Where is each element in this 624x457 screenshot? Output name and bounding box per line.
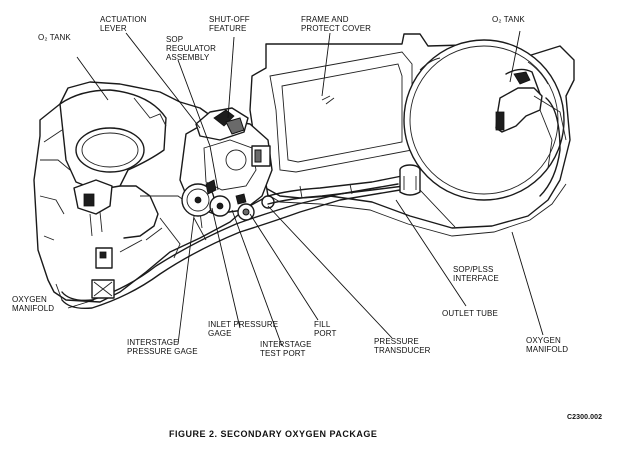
sop-plss-interface-fitting <box>399 164 421 196</box>
label-shutoff-feature: SHUT-OFF FEATURE <box>209 15 252 33</box>
label-fill-port: FILL PORT <box>314 320 336 338</box>
label-interstage-test-port: INTERSTAGE TEST PORT <box>260 340 314 358</box>
o2-tank-right <box>403 39 565 201</box>
label-actuation-lever: ACTUATION LEVER <box>100 15 149 33</box>
oxygen-manifold-tube-left <box>61 189 401 310</box>
label-outlet-tube: OUTLET TUBE <box>442 309 498 318</box>
label-interstage-pressure-gage: INTERSTAGE PRESSURE GAGE <box>127 338 198 356</box>
label-sop-plss-interface: SOP/PLSS INTERFACE <box>453 265 499 283</box>
label-oxygen-manifold-right: OXYGEN MANIFOLD <box>526 336 568 354</box>
leader-lines <box>67 30 544 347</box>
label-oxygen-manifold-left: OXYGEN MANIFOLD <box>12 295 54 313</box>
outlet-tube <box>267 175 403 197</box>
label-frame-and-protect-cover: FRAME AND PROTECT COVER <box>301 15 371 33</box>
label-pressure-transducer: PRESSURE TRANSDUCER <box>374 337 431 355</box>
callout-labels: O₂ TANK ACTUATION LEVER SHUT-OFF FEATURE… <box>12 15 568 358</box>
label-o2-tank-right: O₂ TANK <box>492 15 525 24</box>
interstage-gauge-cluster <box>181 179 275 221</box>
figure-caption: FIGURE 2. SECONDARY OXYGEN PACKAGE <box>169 429 377 439</box>
package-illustration <box>33 33 575 310</box>
label-sop-regulator-assembly: SOP REGULATOR ASSEMBLY <box>166 35 218 62</box>
label-inlet-pressure-gage: INLET PRESSURE GAGE <box>208 320 281 338</box>
label-o2-tank-left: O₂ TANK <box>38 33 71 42</box>
figure-code: C2300.002 <box>567 414 602 421</box>
